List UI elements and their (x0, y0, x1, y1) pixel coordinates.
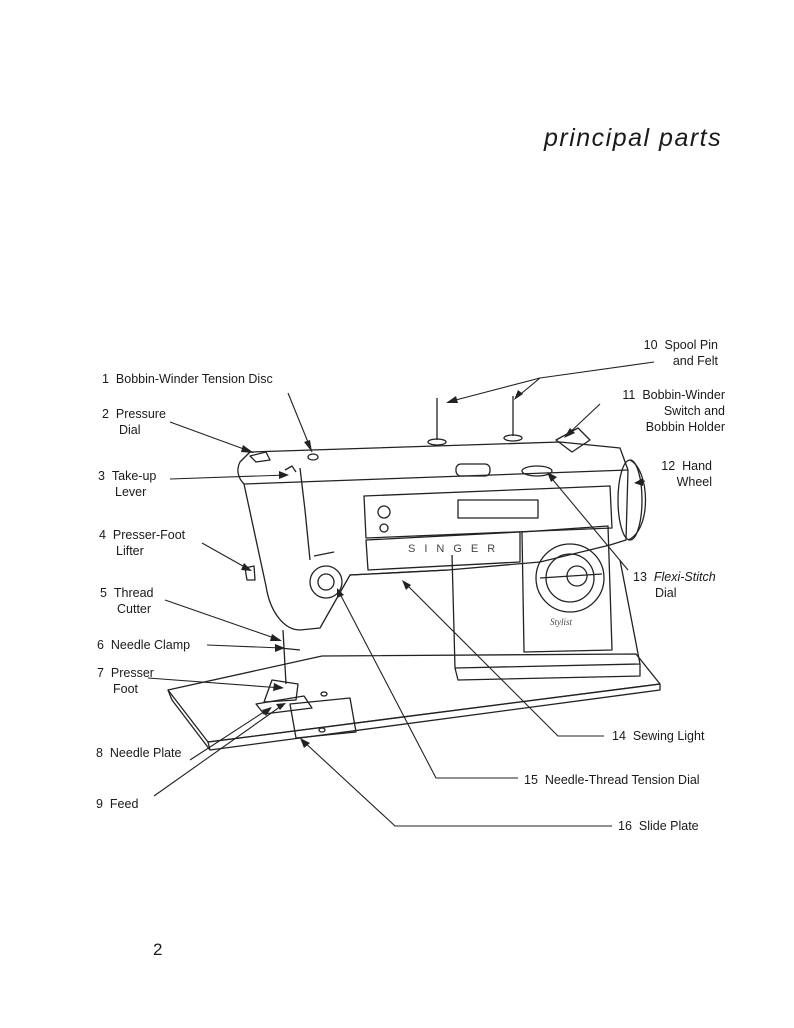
part-label-10: 10 Spool Pin and Felt (643, 338, 718, 368)
part-label-5: 5 Thread Cutter (100, 586, 154, 616)
part-label-11: 11 Bobbin-Winder Switch and Bobbin Holde… (622, 388, 725, 434)
part-label-6: 6 Needle Clamp (97, 638, 191, 652)
part-label-14: 14 Sewing Light (612, 729, 705, 743)
tension-dial (309, 551, 343, 599)
brand-mark: SINGER (408, 543, 504, 555)
part-label-9: 9 Feed (96, 797, 139, 811)
front-panel (363, 485, 613, 571)
part-label-2: 2 Pressure Dial (102, 407, 166, 437)
part-label-4: 4 Presser-Foot Lifter (99, 528, 186, 558)
needle-assembly (255, 629, 357, 739)
top-fittings (244, 396, 591, 581)
model-script: Stylist (550, 617, 572, 627)
part-label-12: 12 Hand Wheel (661, 459, 712, 489)
part-label-13: 13 Flexi-Stitch Dial (633, 570, 716, 600)
page-number: 2 (153, 940, 163, 959)
part-label-7: 7 Presser Foot (97, 666, 154, 696)
part-label-16: 16 Slide Plate (618, 819, 699, 833)
arrow-heads (241, 390, 643, 748)
page-title: principal parts (544, 124, 723, 152)
stitch-dial-area (521, 525, 613, 653)
part-label-1: 1 Bobbin-Winder Tension Disc (102, 372, 273, 386)
machine-pillar (451, 554, 641, 681)
part-label-15: 15 Needle-Thread Tension Dial (524, 773, 700, 787)
part-label-3: 3 Take-up Lever (98, 469, 157, 499)
leader-lines (147, 361, 655, 827)
machine-arm (237, 441, 647, 631)
part-label-8: 8 Needle Plate (96, 746, 182, 760)
